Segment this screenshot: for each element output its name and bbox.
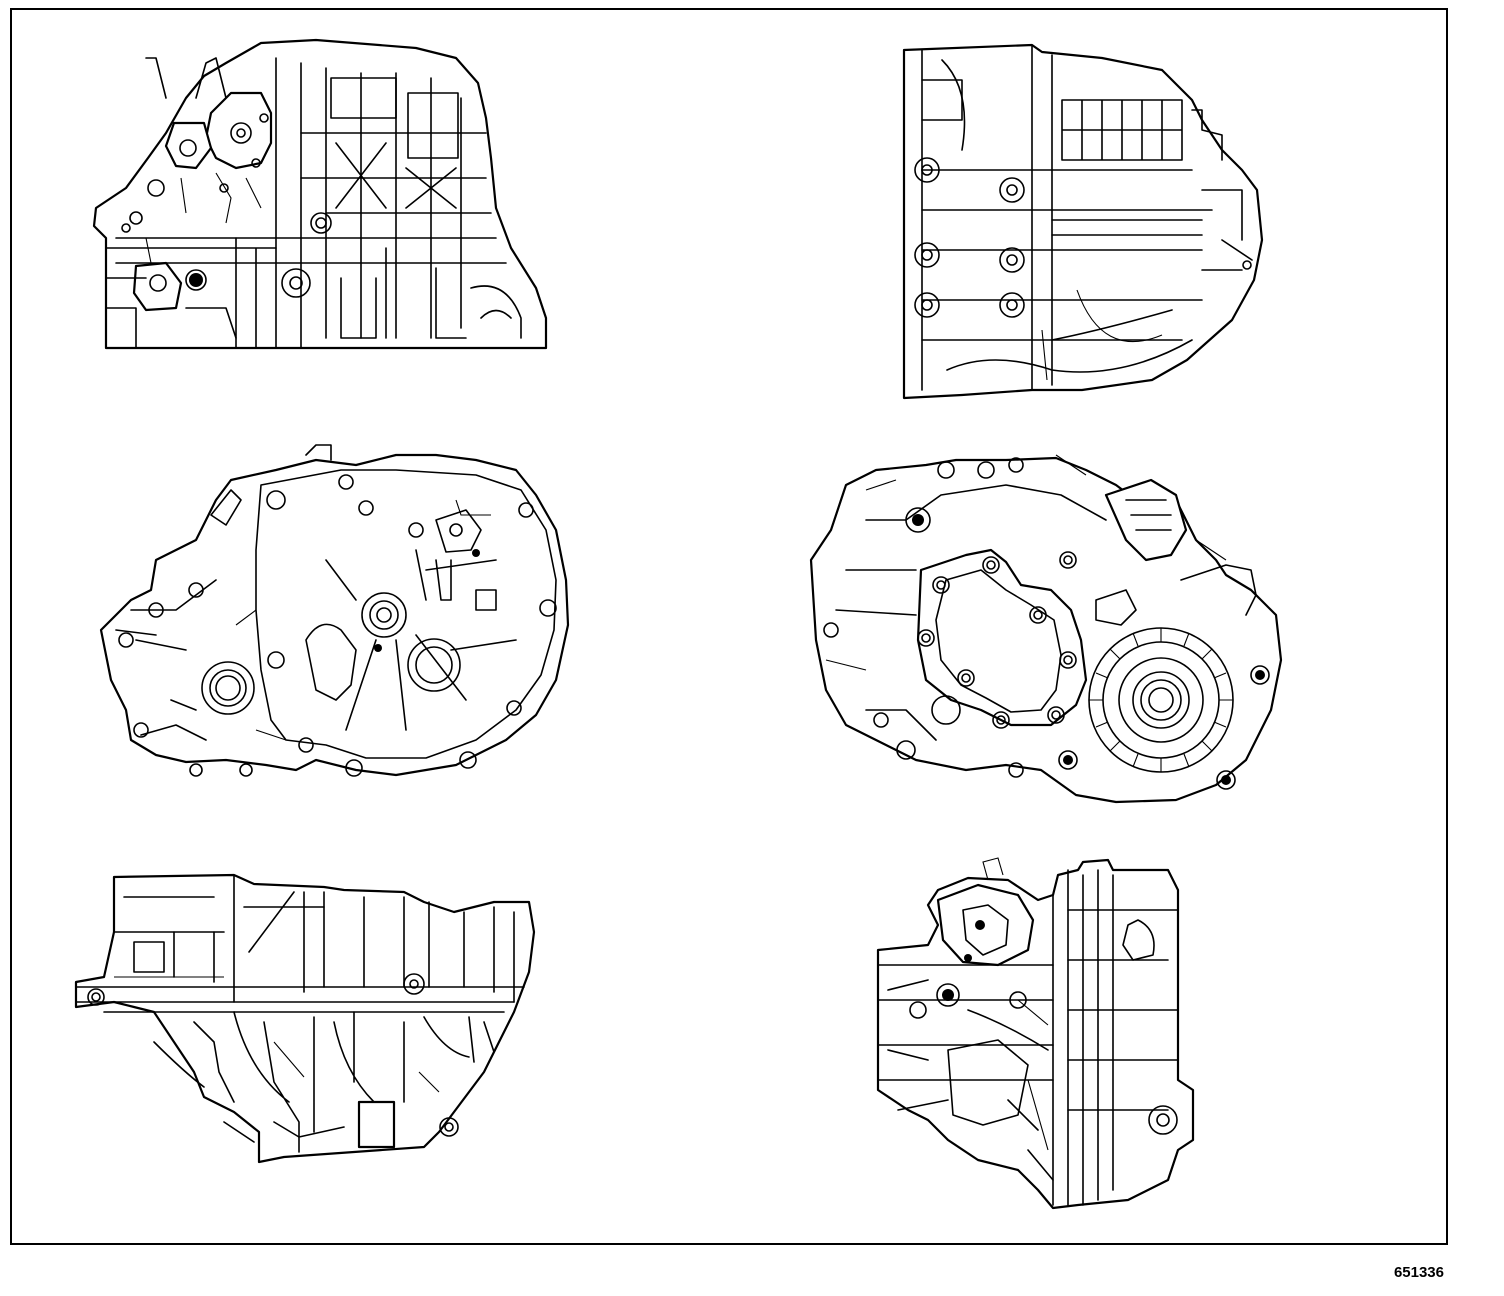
- diagram-frame: [10, 8, 1448, 1245]
- transmission-view-side-top-left: [86, 38, 566, 358]
- figure-number: 651336: [1393, 1264, 1444, 1281]
- transmission-view-end-bottom-right: [868, 850, 1208, 1220]
- transmission-view-side-top-right: [902, 40, 1282, 400]
- transmission-view-end-cover: [806, 440, 1286, 810]
- transmission-view-bell-housing: [96, 440, 576, 790]
- transmission-view-bottom: [74, 872, 554, 1182]
